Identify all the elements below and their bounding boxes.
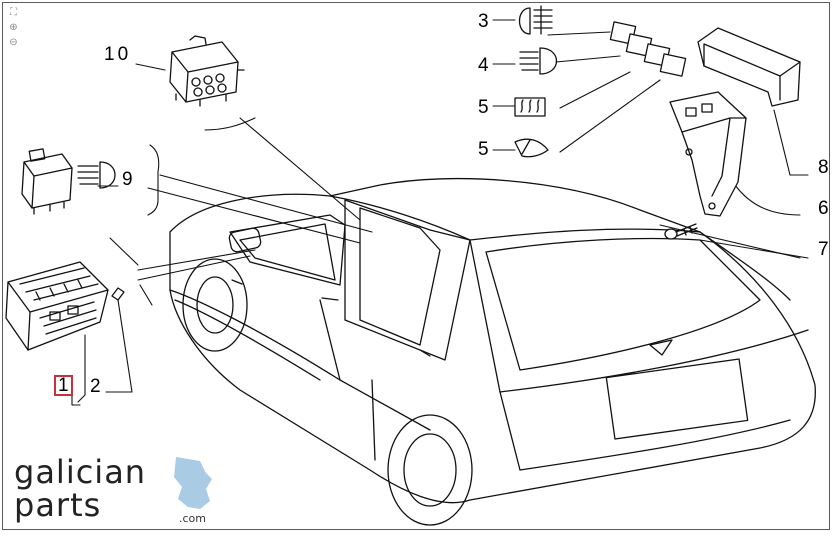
callout-10[interactable]: 10 — [104, 44, 132, 65]
car-outline — [169, 177, 816, 526]
part-2-fuse — [111, 287, 125, 301]
zoom-in-icon[interactable]: ⊕ — [9, 22, 18, 33]
relay-block — [609, 21, 687, 77]
part-9-relay — [21, 148, 116, 215]
callout-5-defrost[interactable]: 5 — [478, 97, 489, 118]
callout-7[interactable]: 7 — [818, 239, 829, 260]
fog-lamp-symbol — [518, 5, 553, 35]
brand-suffix: .com — [179, 512, 206, 525]
callout-4[interactable]: 4 — [478, 55, 489, 76]
brand-line-1: galician — [14, 453, 147, 491]
diagram-frame — [2, 2, 830, 530]
callout-3[interactable]: 3 — [478, 11, 489, 32]
callout-8[interactable]: 8 — [818, 157, 829, 178]
wiper-symbol — [514, 138, 549, 158]
callout-1-selected[interactable]: 1 — [54, 375, 73, 396]
leader-lines — [71, 19, 809, 406]
galicia-map-icon — [174, 457, 212, 509]
part-6-bracket — [669, 91, 747, 217]
part-8-cover — [697, 27, 801, 107]
part-10-connector — [169, 35, 245, 107]
viewer-toolbar: ⛶ ⊕ ⊖ — [7, 6, 21, 49]
callout-6[interactable]: 6 — [818, 198, 829, 219]
callout-2[interactable]: 2 — [90, 376, 101, 397]
part-1-fuse-box — [5, 261, 109, 351]
fit-icon[interactable]: ⛶ — [10, 7, 17, 18]
callout-9[interactable]: 9 — [122, 169, 133, 190]
part-7-screw — [664, 223, 698, 240]
brand-line-2: parts — [14, 486, 102, 524]
rear-defrost-symbol — [514, 97, 546, 117]
brand-logo: galician parts .com — [14, 453, 206, 526]
headlamp-symbol — [519, 47, 557, 75]
zoom-out-icon[interactable]: ⊖ — [9, 37, 18, 48]
callout-5-wiper[interactable]: 5 — [478, 139, 489, 160]
